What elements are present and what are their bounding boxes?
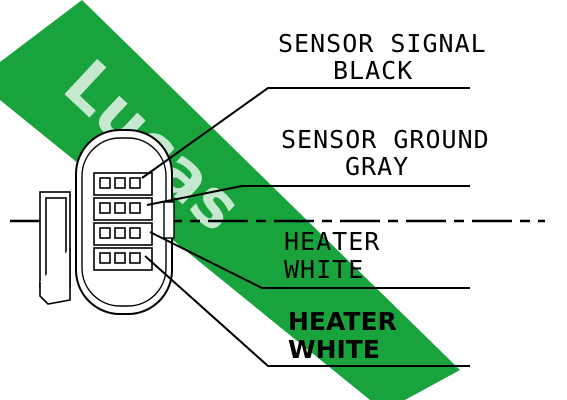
label-sensor-signal: SENSOR SIGNAL BLACK [278, 29, 487, 85]
svg-text:SENSOR SIGNAL: SENSOR SIGNAL [278, 29, 487, 58]
watermark-band [0, 0, 460, 400]
pin-cavity-4 [93, 247, 153, 271]
label-heater-2: HEATER WHITE [288, 307, 397, 364]
leader-lines [141, 87, 470, 367]
connector-flange [39, 191, 71, 305]
svg-text:SENSOR GROUND: SENSOR GROUND [281, 125, 490, 154]
label-sensor-ground: SENSOR GROUND GRAY [281, 125, 490, 181]
leader-sensor-signal [141, 87, 470, 179]
pin-cavity-1 [93, 172, 153, 196]
label-heater-1: HEATER WHITE [284, 227, 380, 284]
leader-heater-2 [144, 255, 470, 367]
svg-text:HEATER: HEATER [288, 307, 397, 336]
leader-sensor-ground [146, 185, 470, 206]
pin-cavity-2 [93, 197, 153, 221]
svg-text:WHITE: WHITE [284, 255, 364, 284]
leader-heater-1 [149, 231, 470, 289]
connector-body [75, 129, 175, 315]
pin-cavities [93, 172, 153, 271]
svg-text:HEATER: HEATER [284, 227, 380, 256]
svg-text:WHITE: WHITE [288, 335, 380, 364]
pin-cavity-3 [93, 222, 153, 246]
svg-text:GRAY: GRAY [345, 152, 409, 181]
svg-text:BLACK: BLACK [333, 56, 413, 85]
